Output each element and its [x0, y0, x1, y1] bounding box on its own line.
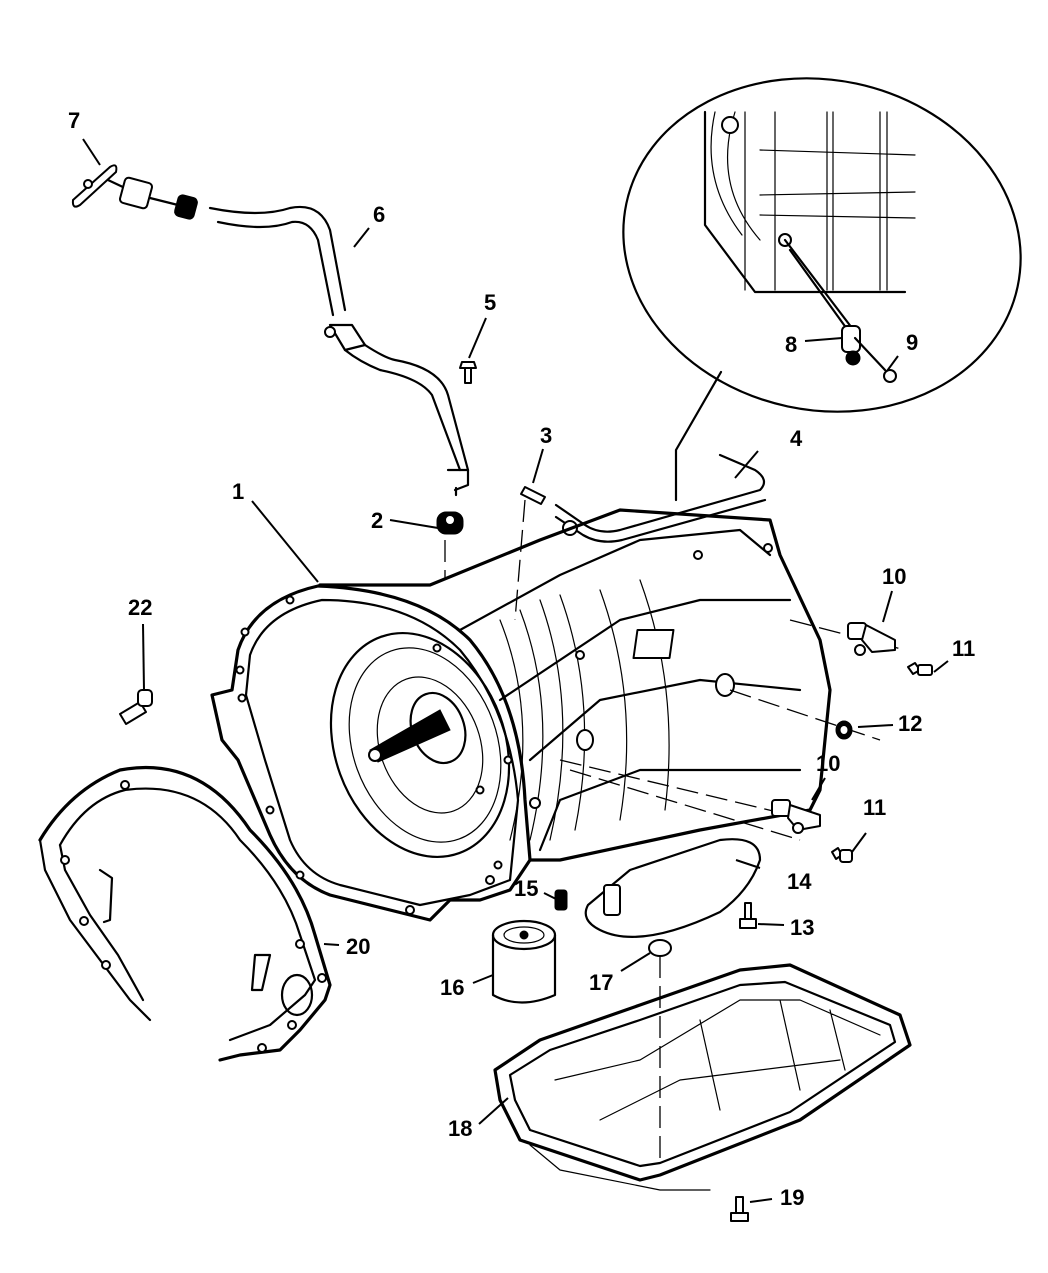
cooler-tube-4-part — [554, 453, 767, 543]
callout-5: 5 — [484, 290, 496, 315]
callout-18: 18 — [448, 1116, 472, 1141]
filter-parts — [554, 838, 762, 938]
callout-16: 16 — [440, 975, 464, 1000]
callout-2: 2 — [371, 508, 383, 533]
callout-20: 20 — [346, 934, 370, 959]
callout-11-upper: 11 — [952, 636, 975, 661]
callout-10-lower: 10 — [816, 751, 840, 776]
callout-12: 12 — [898, 711, 922, 736]
callout-17: 17 — [589, 970, 613, 995]
upper-sensor-parts — [835, 622, 933, 740]
callout-13: 13 — [790, 915, 814, 940]
cover-gasket-part — [38, 765, 332, 1062]
callout-14: 14 — [787, 869, 812, 894]
callout-9: 9 — [906, 330, 918, 355]
callout-7: 7 — [68, 108, 80, 133]
callout-8: 8 — [785, 332, 797, 357]
callout-10-upper: 10 — [882, 564, 906, 589]
leader-lines — [82, 138, 949, 1203]
dipstick-assembly — [71, 164, 470, 497]
detail-inset — [622, 77, 1022, 502]
callout-4: 4 — [790, 426, 803, 451]
callout-3: 3 — [540, 423, 552, 448]
oil-pan-part — [493, 963, 912, 1191]
oil-filter-part — [491, 919, 557, 1004]
callout-labels: 1 2 3 4 5 6 7 8 9 10 11 12 10 11 13 14 1… — [68, 108, 975, 1210]
callout-11-lower: 11 — [863, 795, 886, 820]
transmission-case-part — [210, 508, 906, 922]
callout-15: 15 — [514, 876, 538, 901]
bolt-22-part — [119, 689, 153, 725]
callout-22: 22 — [128, 595, 152, 620]
bolt-5-part — [459, 361, 477, 384]
bolt-19-part — [730, 1196, 749, 1222]
callout-1: 1 — [232, 479, 244, 504]
callout-19: 19 — [780, 1185, 804, 1210]
seal-2-part — [436, 511, 464, 580]
lower-sensor-parts — [771, 799, 853, 863]
drain-plug-part — [648, 939, 672, 1160]
callout-6: 6 — [373, 202, 385, 227]
